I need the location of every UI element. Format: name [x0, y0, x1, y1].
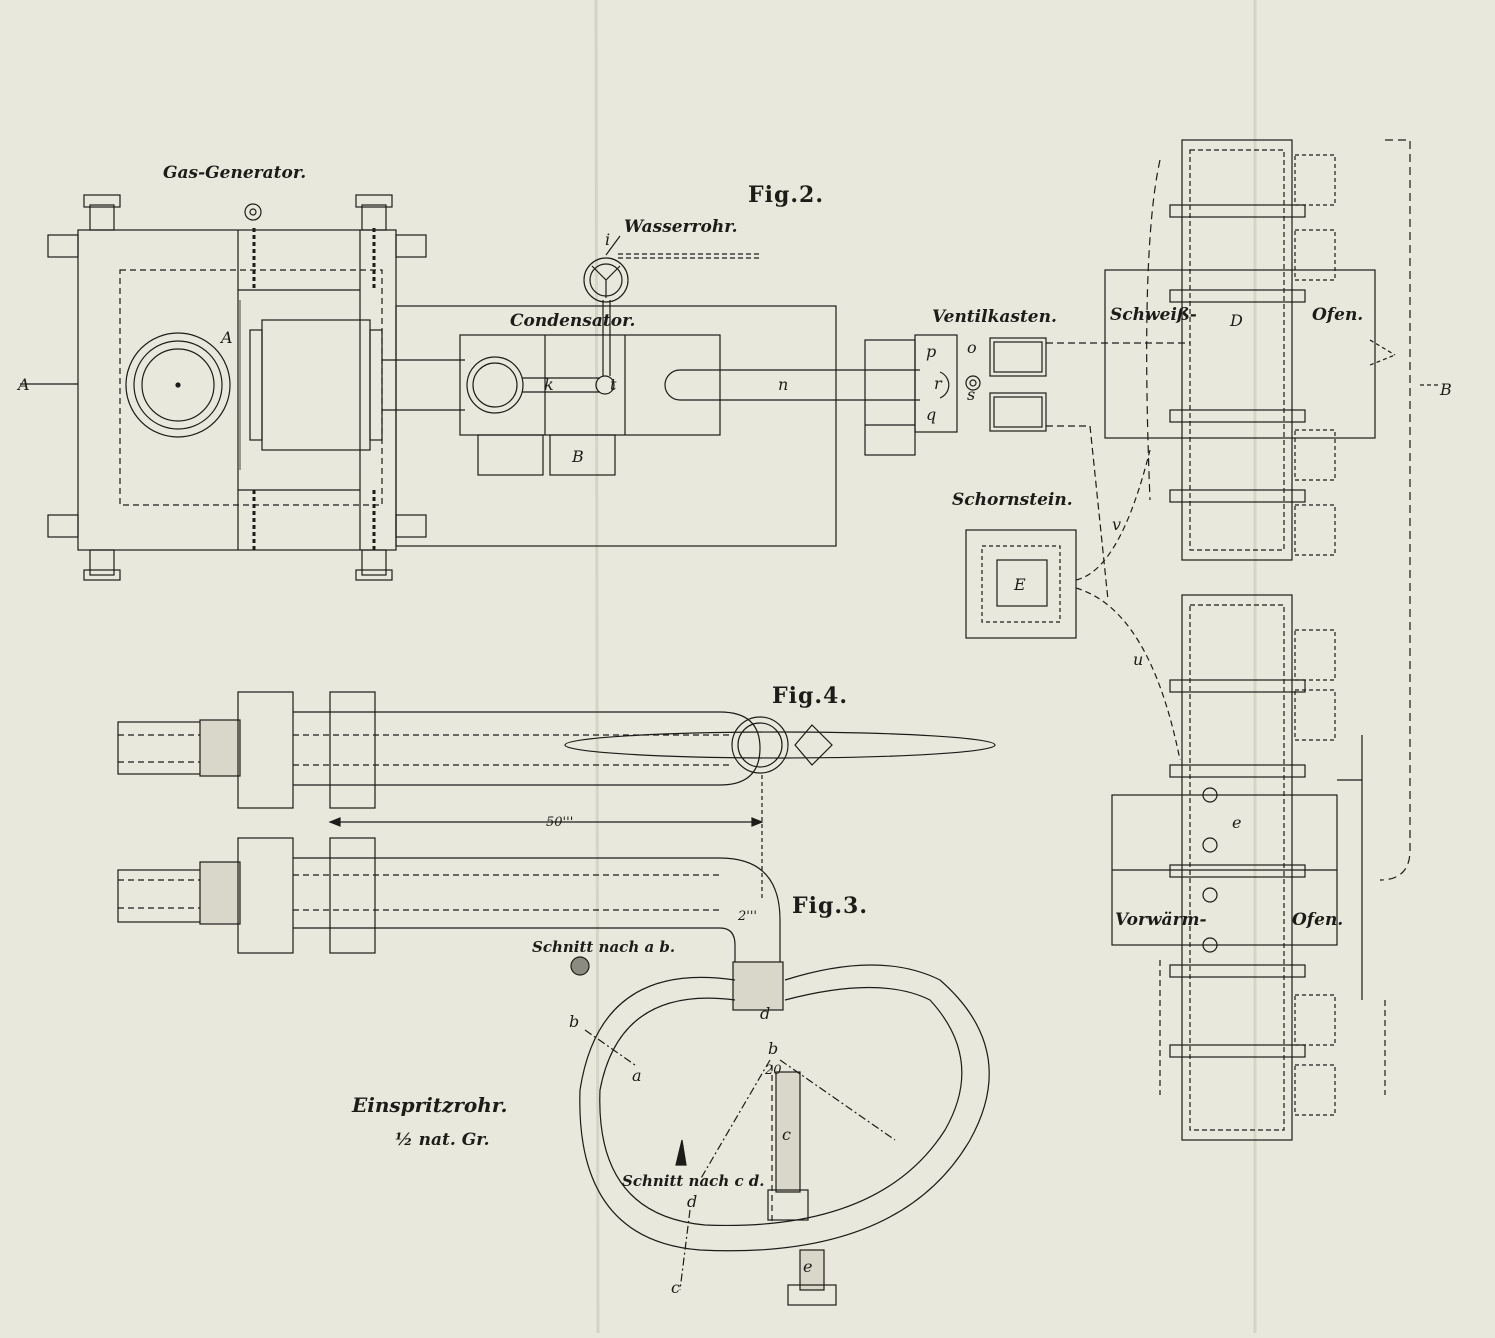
letter-i: i [605, 230, 610, 249]
letter-e-chimney: E [1013, 575, 1026, 594]
label-scale: ½ nat. Gr. [395, 1130, 490, 1150]
letter-v: v [1112, 515, 1121, 534]
label-schornstein: Schornstein. [952, 490, 1073, 510]
label-schnitt-ab: Schnitt nach a b. [532, 938, 675, 956]
label-ofen-top: Ofen. [1312, 305, 1363, 325]
letter-a-section: a [632, 1066, 642, 1085]
letter-a-generator: A [219, 328, 233, 347]
label-ventilkasten: Ventilkasten. [932, 307, 1057, 327]
letter-c-screw: c [782, 1125, 791, 1144]
label-ofen-bottom: Ofen. [1292, 910, 1343, 930]
label-einspritzrohr: Einspritzrohr. [351, 1093, 507, 1117]
letter-d-low: d [687, 1192, 697, 1211]
letter-b-condensator: B [571, 447, 584, 466]
gas-generator-drawing [20, 194, 427, 581]
letter-k: k [544, 375, 554, 394]
label-fig4: Fig.4. [772, 683, 848, 709]
paper-fold-left [594, 0, 600, 1334]
letter-d: D [1229, 311, 1243, 330]
schornstein-drawing [965, 449, 1181, 761]
label-gas-generator: Gas-Generator. [163, 163, 306, 183]
letter-r: r [934, 374, 943, 393]
letter-b-top: b [768, 1039, 778, 1058]
letter-t: t [610, 375, 617, 394]
label-vorwarm: Vorwärm- [1115, 910, 1207, 930]
letter-n: n [778, 375, 788, 394]
letter-q: q [926, 405, 936, 424]
letter-b-right: B [1439, 380, 1452, 399]
ofen-drawing [1104, 139, 1440, 1141]
label-schweiss: Schweiß- [1110, 305, 1197, 325]
label-dimension-20: 20 [764, 1063, 782, 1078]
fig4-drawing [117, 691, 996, 900]
label-condensator: Condensator. [510, 311, 635, 331]
letter-b-section: b [569, 1012, 579, 1031]
label-fig2: Fig.2. [748, 182, 824, 208]
letter-c-low: c [671, 1278, 680, 1297]
label-wasserrohr: Wasserrohr. [624, 217, 738, 237]
fig3-drawing [117, 837, 990, 1306]
letter-e-low: e [803, 1257, 812, 1276]
label-fig3: Fig.3. [792, 893, 868, 919]
label-dimension-50: 50''' [546, 815, 573, 830]
letter-e-oven: e [1232, 813, 1241, 832]
letter-a-left: A [16, 375, 30, 394]
label-dimension-2: 2''' [737, 909, 757, 924]
letter-u: u [1133, 650, 1143, 669]
letter-o: o [967, 338, 977, 357]
letter-d-fig3: d [760, 1004, 770, 1023]
letter-s: s [967, 385, 975, 404]
letter-p: p [926, 342, 936, 361]
label-schnitt-cd: Schnitt nach c d. [622, 1172, 765, 1190]
condensator-drawing [382, 235, 1190, 601]
